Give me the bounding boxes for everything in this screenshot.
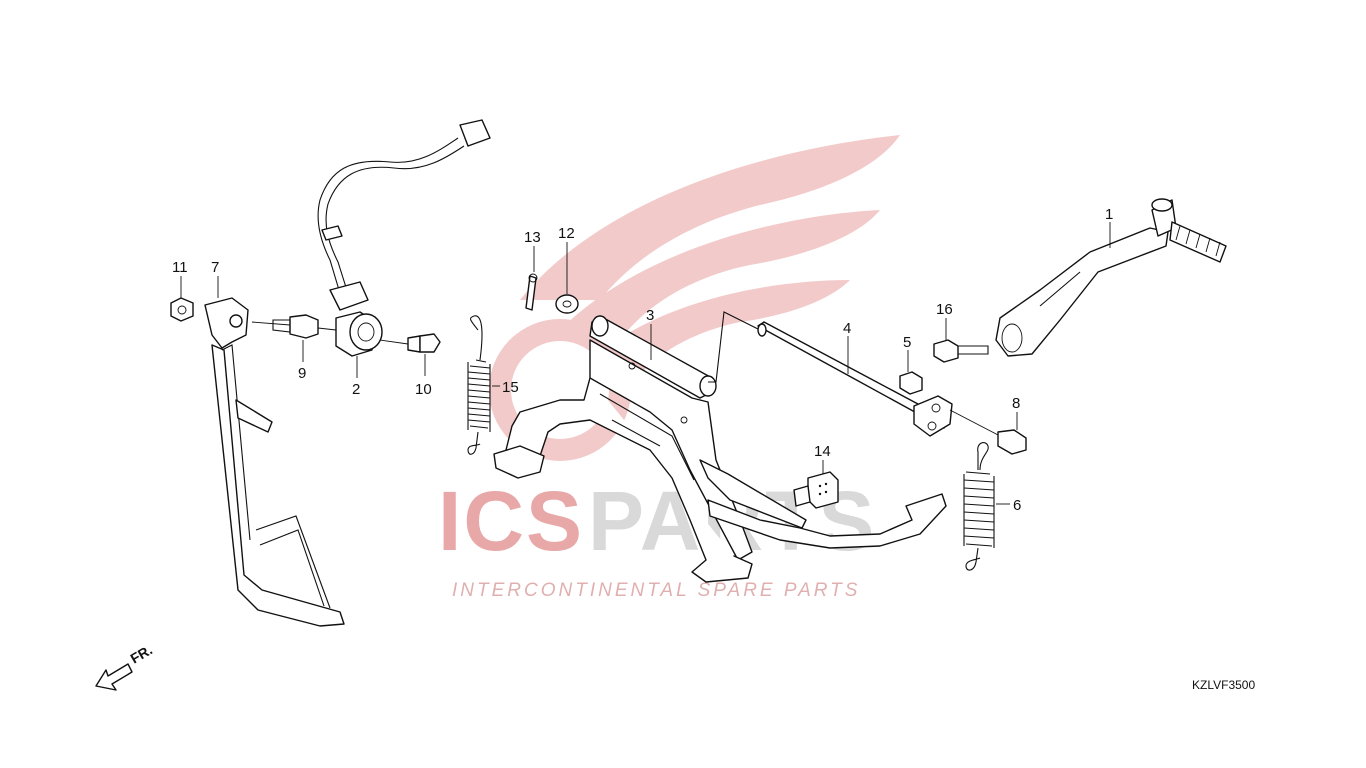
callout-3: 3: [646, 307, 654, 324]
part-switch-14: [793, 471, 839, 509]
callout-1: 1: [1105, 206, 1113, 223]
leader-lines: [180, 222, 1111, 505]
part-kick-arm: [995, 198, 1227, 357]
part-bolt-10: [379, 333, 441, 353]
callout-7: 7: [211, 259, 219, 276]
front-direction-indicator: FR.: [95, 641, 156, 691]
callout-10: 10: [415, 381, 432, 398]
callout-2: 2: [352, 381, 360, 398]
callout-6: 6: [1013, 497, 1021, 514]
callout-11: 11: [172, 259, 188, 276]
callout-16: 16: [936, 301, 953, 318]
part-cotter-pin-13: [525, 273, 538, 311]
part-nut-11: [170, 297, 194, 322]
watermark-tagline: INTERCONTINENTAL SPARE PARTS: [452, 580, 860, 601]
part-bolt-16: [933, 339, 989, 363]
callouts: 1 2 3 4 5 6 7 8 9 10 11 12 13 14 15 16: [172, 206, 1113, 514]
front-arrow-icon: [95, 663, 133, 691]
part-spring-6: [963, 442, 995, 571]
callout-8: 8: [1012, 395, 1020, 412]
callout-15: 15: [502, 379, 519, 396]
part-nut-5: [899, 371, 923, 395]
part-side-stand-switch: [317, 119, 491, 357]
part-stand-pedal: [699, 459, 947, 549]
callout-14: 14: [814, 443, 831, 460]
part-shaft-4: [708, 311, 953, 437]
part-bolt-8: [949, 409, 1027, 455]
front-label: FR.: [128, 641, 156, 666]
callout-4: 4: [843, 320, 851, 337]
callout-12: 12: [558, 225, 575, 242]
part-bolt-9: [251, 314, 337, 339]
callout-13: 13: [524, 229, 541, 246]
callout-9: 9: [298, 365, 306, 382]
part-spring-15: [467, 315, 491, 455]
drawing-code: KZLVF3500: [1192, 678, 1255, 692]
part-side-stand: [204, 297, 345, 627]
callout-5: 5: [903, 334, 911, 351]
watermark-brand-red: ICS: [438, 474, 584, 568]
part-washer-12: [555, 294, 579, 314]
